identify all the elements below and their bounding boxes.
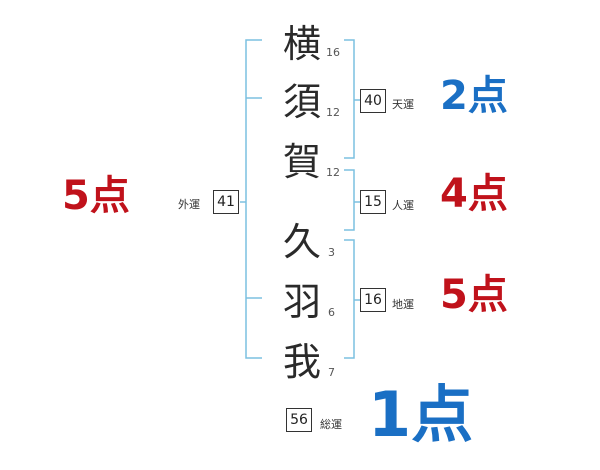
souun-value-box: 56 (286, 408, 312, 432)
name-char-6: 我 (282, 340, 321, 384)
name-char-5: 羽 (282, 280, 321, 324)
name-char-1: 横 (282, 22, 321, 66)
souun-label: 総運 (320, 418, 342, 431)
jinun-score: 4点 (440, 171, 508, 217)
gaiun-label: 外運 (178, 198, 200, 211)
stroke-count-5: 6 (328, 306, 335, 319)
name-char-4: 久 (282, 220, 321, 264)
stroke-count-1: 16 (326, 46, 340, 59)
stroke-count-4: 3 (328, 246, 335, 259)
name-char-3: 賀 (282, 140, 321, 184)
chiun-value-box: 16 (360, 288, 386, 312)
name-char-2: 須 (282, 80, 321, 124)
stroke-count-2: 12 (326, 106, 340, 119)
jinun-bracket (344, 169, 355, 231)
souun-score: 1点 (368, 378, 474, 451)
gaiun-score: 5点 (62, 173, 130, 219)
chiun-bracket (344, 239, 355, 359)
jinun-value-box: 15 (360, 190, 386, 214)
stroke-count-6: 7 (328, 366, 335, 379)
tenun-value-box: 40 (360, 89, 386, 113)
chiun-score: 5点 (440, 272, 508, 318)
tenun-bracket (344, 39, 355, 159)
jinun-label: 人運 (392, 199, 414, 212)
tenun-label: 天運 (392, 98, 414, 111)
tenun-score: 2点 (440, 73, 508, 119)
stroke-count-3: 12 (326, 166, 340, 179)
chiun-label: 地運 (392, 298, 414, 311)
gaiun-value-box: 41 (213, 190, 239, 214)
gaiun-bracket (245, 39, 262, 359)
